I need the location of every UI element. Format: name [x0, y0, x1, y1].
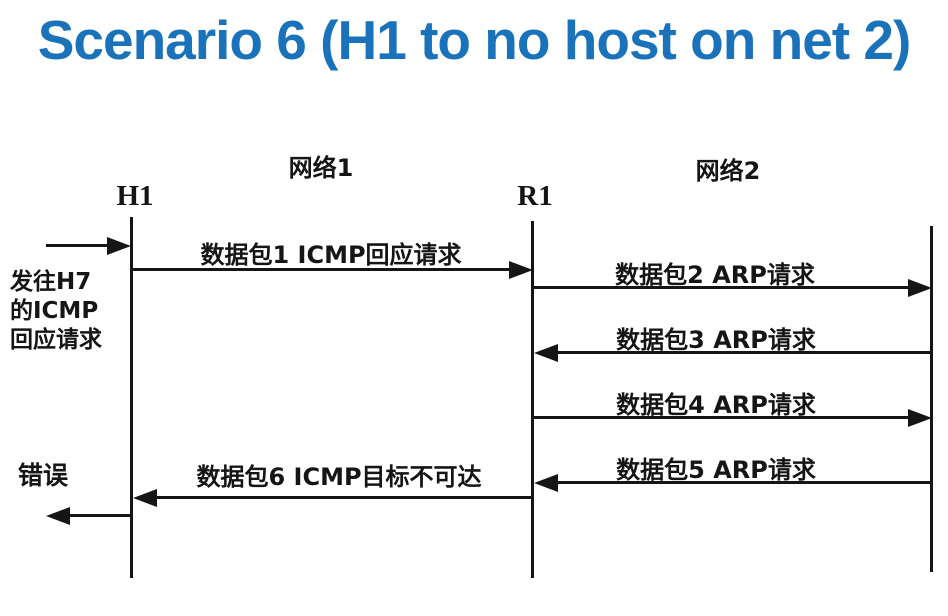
message-arrow-2-shaft: [534, 286, 910, 289]
network1-label: 网络1: [288, 154, 354, 182]
message-arrow-4-shaft: [534, 416, 910, 419]
incoming-note-line-3: 回应请求: [10, 327, 102, 353]
incoming-note: 发往H7 的ICMP 回应请求: [10, 268, 102, 355]
lifeline-label-r1: R1: [517, 180, 553, 212]
message-label-2-text: 数据包2 ARP请求: [615, 261, 815, 289]
outgoing-arrow-shaft: [68, 514, 131, 517]
slide-title: Scenario 6 (H1 to no host on net 2): [37, 9, 912, 71]
lifeline-net2-host: [930, 226, 933, 572]
message-label-5-text: 数据包5 ARP请求: [616, 456, 816, 484]
incoming-arrow-shaft: [46, 244, 110, 247]
error-note: 错误: [18, 461, 69, 490]
message-label-3-text: 数据包3 ARP请求: [616, 326, 816, 354]
message-label-4-text: 数据包4 ARP请求: [616, 391, 816, 419]
message-label-1-text: 数据包1 ICMP回应请求: [200, 241, 462, 269]
network2-label: 网络2: [695, 157, 761, 185]
lifeline-h1: [130, 217, 133, 578]
message-arrow-6-head-icon: [133, 489, 157, 507]
message-arrow-5-shaft: [556, 481, 932, 484]
message-label-6-text: 数据包6 ICMP目标不可达: [196, 463, 482, 491]
message-arrow-1-shaft: [133, 268, 511, 271]
message-arrow-3-shaft: [556, 351, 932, 354]
lifeline-r1: [531, 221, 534, 578]
message-arrow-6-shaft: [155, 496, 533, 499]
message-arrow-3-head-icon: [534, 344, 558, 362]
outgoing-arrow-head-icon: [46, 507, 70, 525]
incoming-note-line-1: 发往H7: [10, 269, 92, 295]
message-arrow-1-head-icon: [509, 261, 533, 279]
message-arrow-5-head-icon: [534, 474, 558, 492]
incoming-arrow-head-icon: [107, 237, 131, 255]
incoming-note-line-2: 的ICMP: [10, 298, 99, 324]
message-arrow-2-head-icon: [908, 279, 932, 297]
lifeline-label-h1: H1: [116, 180, 154, 212]
message-arrow-4-head-icon: [908, 409, 932, 427]
